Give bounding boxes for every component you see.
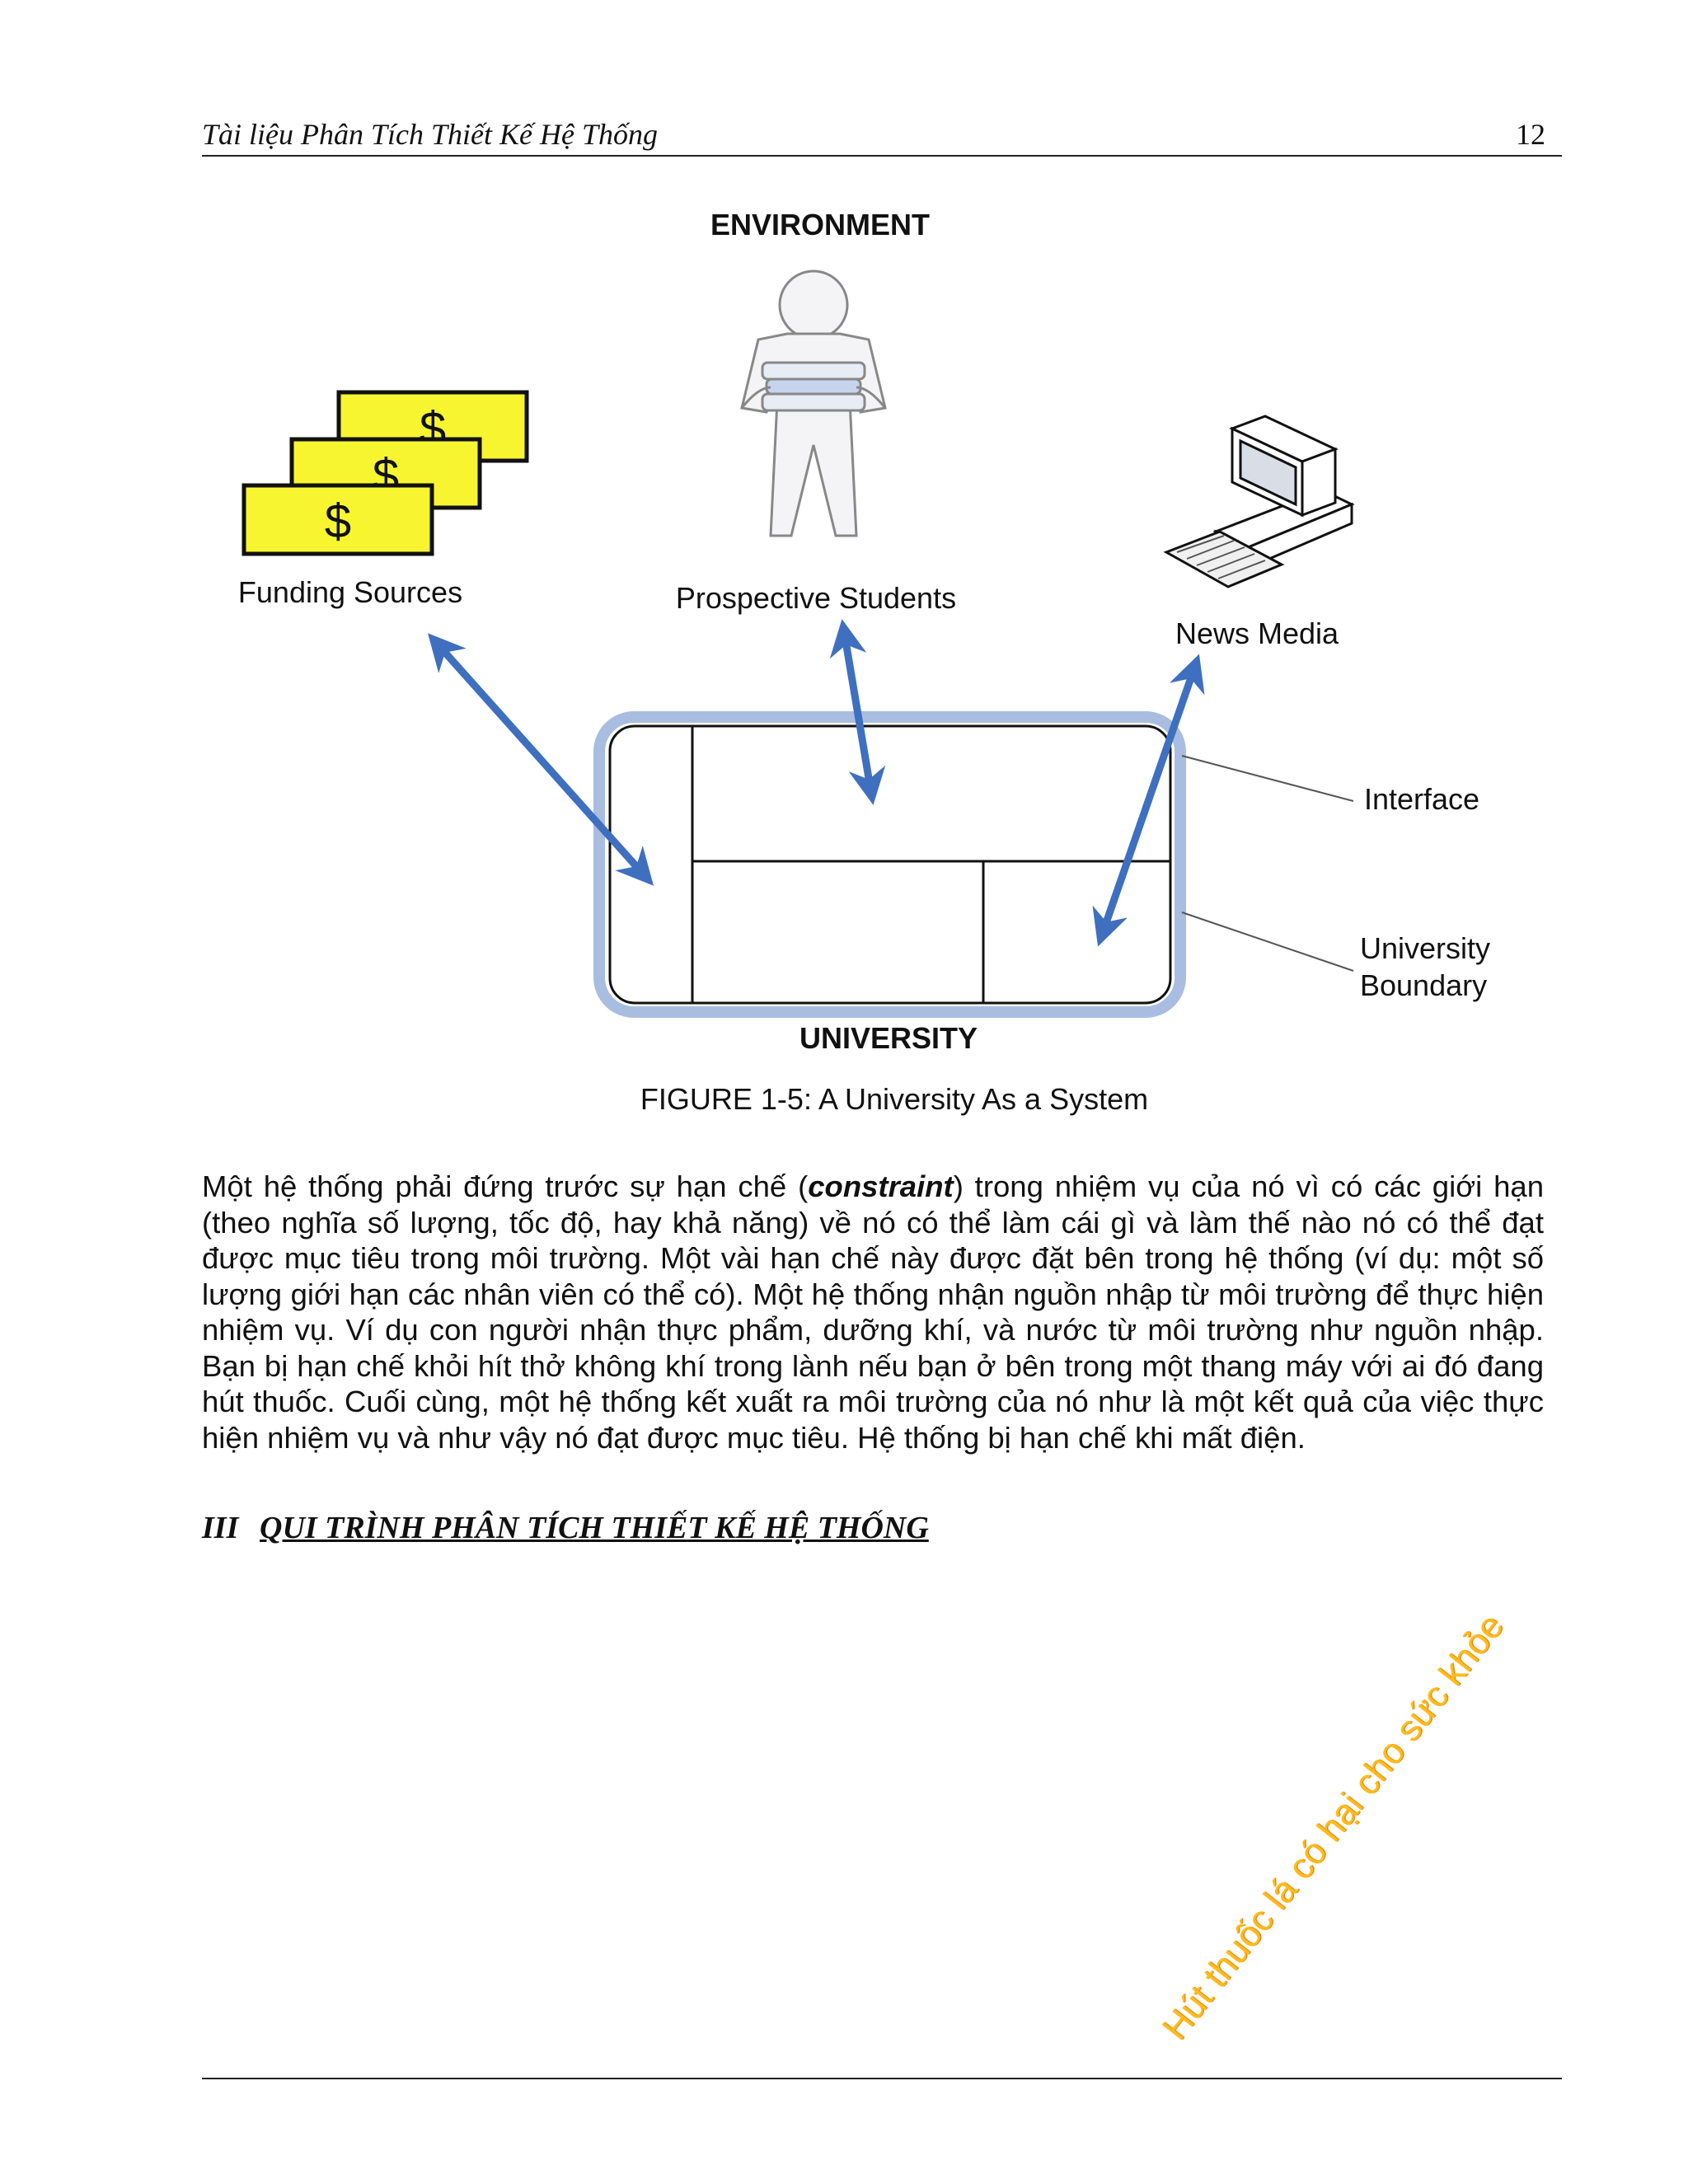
computer-icon xyxy=(1163,415,1355,588)
paragraph-text-end: ) trong nhiệm vụ của nó vì có các giới h… xyxy=(202,1169,1544,1455)
boundary-label-line1: University xyxy=(1360,931,1490,965)
funding-sources-label: Funding Sources xyxy=(238,575,462,609)
interface-label: Interface xyxy=(1364,782,1479,816)
dollar-sign: $ xyxy=(325,494,351,548)
footer-divider xyxy=(202,2078,1562,2079)
section-heading: III QUI TRÌNH PHÂN TÍCH THIẾT KẾ HỆ THỐNG xyxy=(202,1510,929,1546)
media-arrow xyxy=(1092,654,1205,947)
constraint-emphasis: constraint xyxy=(808,1169,954,1203)
prospective-students-label: Prospective Students xyxy=(676,581,956,615)
section-title: QUI TRÌNH PHÂN TÍCH THIẾT KẾ HỆ THỐNG xyxy=(260,1511,929,1545)
university-system-figure: ENVIRONMENT $ $ $ Funding Sources Prospe… xyxy=(238,208,1490,1116)
university-label: UNIVERSITY xyxy=(799,1021,978,1055)
environment-label: ENVIRONMENT xyxy=(710,208,930,241)
page-header: Tài liệu Phân Tích Thiết Kế Hệ Thống 12 xyxy=(202,114,1562,157)
page-number: 12 xyxy=(1516,118,1545,151)
paragraph-text-start: Một hệ thống phải đứng trước sự hạn chế … xyxy=(202,1169,809,1203)
university-boundary xyxy=(593,711,1186,1018)
section-number: III xyxy=(202,1511,239,1545)
news-media-label: News Media xyxy=(1175,616,1339,650)
money-bills-icon: $ $ $ xyxy=(241,390,529,556)
body-paragraph: Một hệ thống phải đứng trước sự hạn chế … xyxy=(202,1169,1544,1455)
boundary-leader-line xyxy=(1181,912,1354,972)
students-arrow xyxy=(829,619,886,805)
figure-caption: FIGURE 1-5: A University As a System xyxy=(640,1082,1148,1116)
watermark-text: Hút thuốc lá có hại cho sức khỏe xyxy=(1154,1606,1512,2048)
boundary-label-line2: Boundary xyxy=(1360,968,1487,1002)
student-with-books-icon xyxy=(740,269,887,537)
interface-leader-line xyxy=(1181,755,1354,802)
document-title: Tài liệu Phân Tích Thiết Kế Hệ Thống xyxy=(202,118,658,151)
funding-arrow xyxy=(428,633,654,886)
